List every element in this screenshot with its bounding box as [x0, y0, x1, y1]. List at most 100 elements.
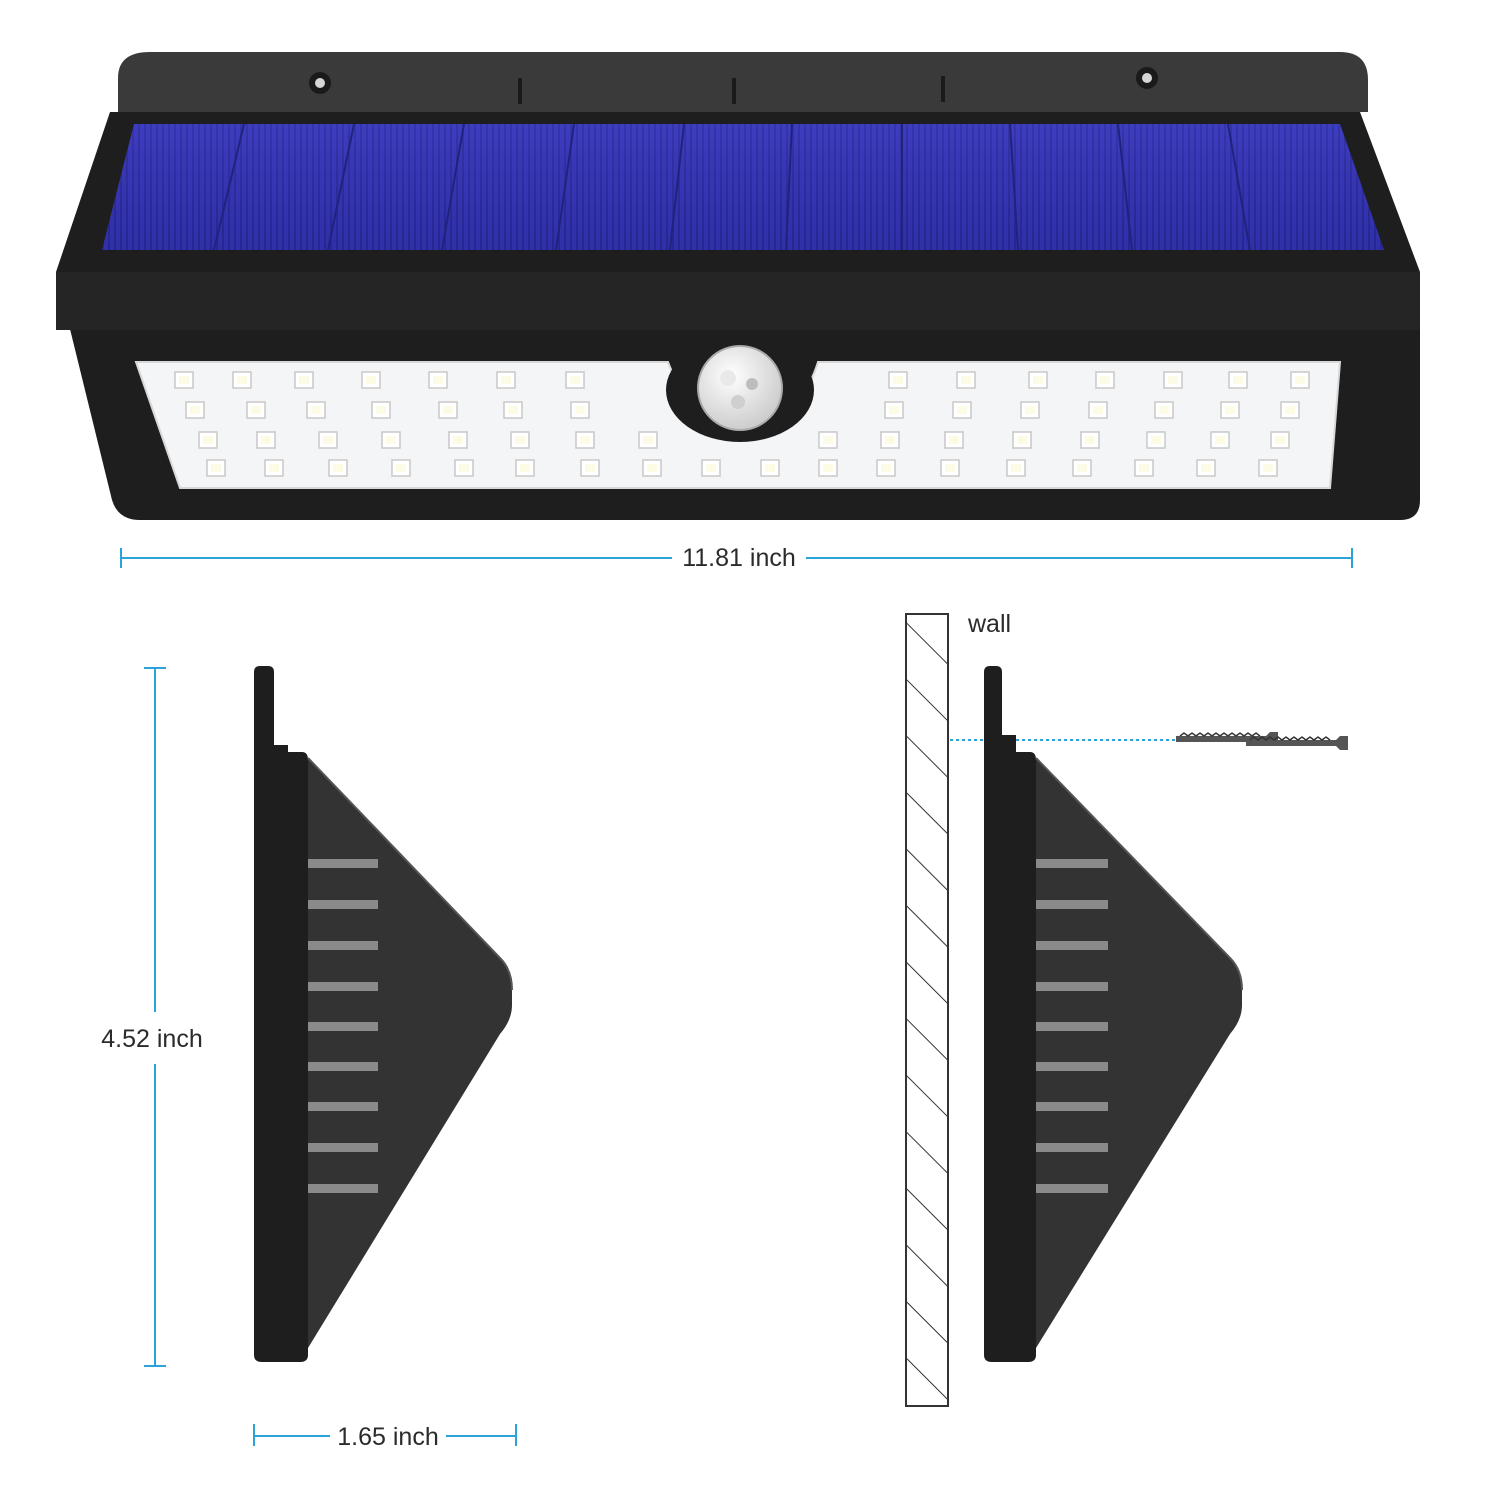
led-chip-core	[1139, 464, 1149, 472]
cooling-fin	[1036, 1102, 1108, 1111]
width-label: 11.81 inch	[682, 544, 796, 572]
led-chip-core	[1295, 376, 1305, 384]
led-chip-core	[261, 436, 271, 444]
cooling-fin	[308, 1062, 378, 1071]
cooling-fin	[308, 941, 378, 950]
led-chip-core	[311, 406, 321, 414]
cooling-fin	[1036, 1022, 1108, 1031]
led-chip-core	[190, 406, 200, 414]
cooling-fin	[308, 1143, 378, 1152]
cooling-fins	[1036, 859, 1108, 1193]
led-chip-core	[323, 436, 333, 444]
led-chip-core	[1151, 436, 1161, 444]
led-chip-core	[203, 436, 213, 444]
led-chip-core	[1285, 406, 1295, 414]
led-chip-core	[1100, 376, 1110, 384]
led-chip-core	[1275, 436, 1285, 444]
led-chip-core	[366, 376, 376, 384]
width-dimension: 11.81 inch	[120, 544, 1353, 572]
cooling-fins	[308, 859, 378, 1193]
screw-icon	[1246, 736, 1348, 750]
hatched-wall-icon	[905, 613, 949, 1407]
side-view	[254, 666, 513, 1362]
led-chip-core	[453, 436, 463, 444]
led-chip-core	[643, 436, 653, 444]
cooling-fin	[1036, 982, 1108, 991]
led-chip-core	[211, 464, 221, 472]
led-chip-core	[949, 436, 959, 444]
led-chip-core	[299, 376, 309, 384]
led-chip-core	[1215, 436, 1225, 444]
cooling-fin	[1036, 1143, 1108, 1152]
led-chip-core	[179, 376, 189, 384]
led-chip-core	[1201, 464, 1211, 472]
led-chip-core	[647, 464, 657, 472]
led-chip-core	[885, 436, 895, 444]
led-chip-core	[585, 464, 595, 472]
cooling-fin	[1036, 1184, 1108, 1193]
led-chip-core	[386, 436, 396, 444]
mounting-plate	[118, 52, 1368, 112]
wall-label: wall	[967, 610, 1011, 638]
screw-icon	[1176, 732, 1278, 746]
cooling-fin	[1036, 859, 1108, 868]
led-chip-core	[508, 406, 518, 414]
depth-label: 1.65 inch	[337, 1423, 438, 1451]
wall-mount-view: wall	[905, 610, 1348, 1407]
led-chip-core	[251, 406, 261, 414]
led-chip-core	[765, 464, 775, 472]
led-chip-core	[823, 464, 833, 472]
cooling-fin	[308, 982, 378, 991]
led-chip-core	[881, 464, 891, 472]
led-chip-core	[1233, 376, 1243, 384]
led-chip-core	[501, 376, 511, 384]
cooling-fin	[1036, 941, 1108, 950]
led-chip-core	[376, 406, 386, 414]
cooling-fin	[308, 1184, 378, 1193]
led-chip-core	[957, 406, 967, 414]
led-chip-core	[237, 376, 247, 384]
led-chip-core	[459, 464, 469, 472]
led-chip-core	[1025, 406, 1035, 414]
side-face	[308, 758, 512, 1348]
cooling-fin	[308, 1022, 378, 1031]
height-dimension: 4.52 inch	[101, 667, 203, 1367]
led-chip-core	[575, 406, 585, 414]
cooling-fin	[308, 859, 378, 868]
led-chip-core	[1033, 376, 1043, 384]
depth-dimension: 1.65 inch	[253, 1423, 517, 1451]
pir-sensor-icon	[666, 338, 814, 442]
led-chip-core	[1077, 464, 1087, 472]
led-chip-core	[1168, 376, 1178, 384]
led-chip-core	[1093, 406, 1103, 414]
led-chip-core	[823, 436, 833, 444]
cooling-fin	[308, 900, 378, 909]
led-chip-core	[570, 376, 580, 384]
led-chip-core	[580, 436, 590, 444]
led-chip-core	[1085, 436, 1095, 444]
led-grid	[174, 371, 1310, 477]
mounting-hole-left	[309, 72, 331, 94]
led-chip-core	[443, 406, 453, 414]
cooling-fin	[308, 1102, 378, 1111]
led-chip-core	[269, 464, 279, 472]
mounting-hole-right	[1136, 67, 1158, 89]
led-chip-core	[333, 464, 343, 472]
led-chip-core	[396, 464, 406, 472]
solar-panel	[102, 123, 1384, 251]
led-chip-core	[433, 376, 443, 384]
led-chip-core	[1011, 464, 1021, 472]
led-chip-core	[515, 436, 525, 444]
led-chip-core	[961, 376, 971, 384]
height-label: 4.52 inch	[101, 1025, 202, 1053]
led-chip-core	[1225, 406, 1235, 414]
led-chip-core	[945, 464, 955, 472]
led-chip-core	[889, 406, 899, 414]
led-chip-core	[1159, 406, 1169, 414]
cooling-fin	[1036, 900, 1108, 909]
led-chip-core	[1263, 464, 1273, 472]
light-front-view	[56, 52, 1420, 520]
led-chip-core	[893, 376, 903, 384]
led-chip-core	[706, 464, 716, 472]
